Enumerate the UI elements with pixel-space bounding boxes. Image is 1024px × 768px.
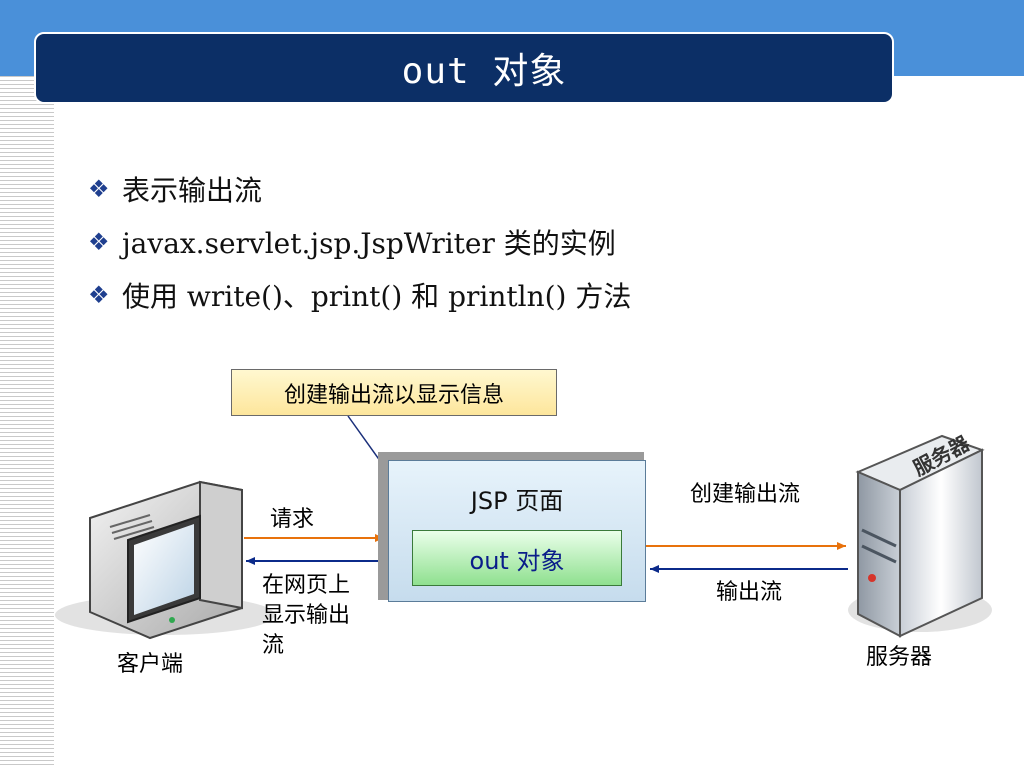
bullet-list: ❖ 表示输出流 ❖ javax.servlet.jsp.JspWriter 类的… <box>88 162 631 321</box>
title-bar: out 对象 <box>34 32 894 104</box>
server-label: 服务器 <box>866 645 933 670</box>
display-output-label: 在网页上 显示输出 流 <box>262 571 372 661</box>
bullet-item: ❖ javax.servlet.jsp.JspWriter 类的实例 <box>88 215 631 268</box>
display-label-line: 流 <box>262 633 285 658</box>
display-label-line: 显示输出 <box>262 603 351 628</box>
jsp-page-title: JSP 页面 <box>470 487 564 515</box>
display-label-line: 在网页上 <box>262 573 351 598</box>
client-label: 客户端 <box>117 652 184 677</box>
bullet-text: javax.servlet.jsp.JspWriter 类的实例 <box>122 226 616 260</box>
client-monitor-icon <box>55 480 275 640</box>
diamond-bullet-icon: ❖ <box>88 227 110 256</box>
slide-title: out 对象 <box>401 51 567 92</box>
server-tower-icon: 服务器 <box>848 431 992 638</box>
bullet-item: ❖ 使用 write()、print() 和 println() 方法 <box>88 268 631 321</box>
request-label: 请求 <box>270 507 315 532</box>
out-object-box: out 对象 <box>412 530 622 586</box>
left-stripe-decoration <box>0 76 54 768</box>
create-stream-label: 创建输出流 <box>690 482 801 507</box>
bullet-text: 使用 write()、print() 和 println() 方法 <box>122 279 632 313</box>
output-stream-label: 输出流 <box>716 580 783 605</box>
bullet-item: ❖ 表示输出流 <box>88 162 631 215</box>
diamond-bullet-icon: ❖ <box>88 280 110 309</box>
diamond-bullet-icon: ❖ <box>88 174 110 203</box>
callout-box: 创建输出流以显示信息 <box>231 369 557 416</box>
bullet-text: 表示输出流 <box>122 173 263 207</box>
